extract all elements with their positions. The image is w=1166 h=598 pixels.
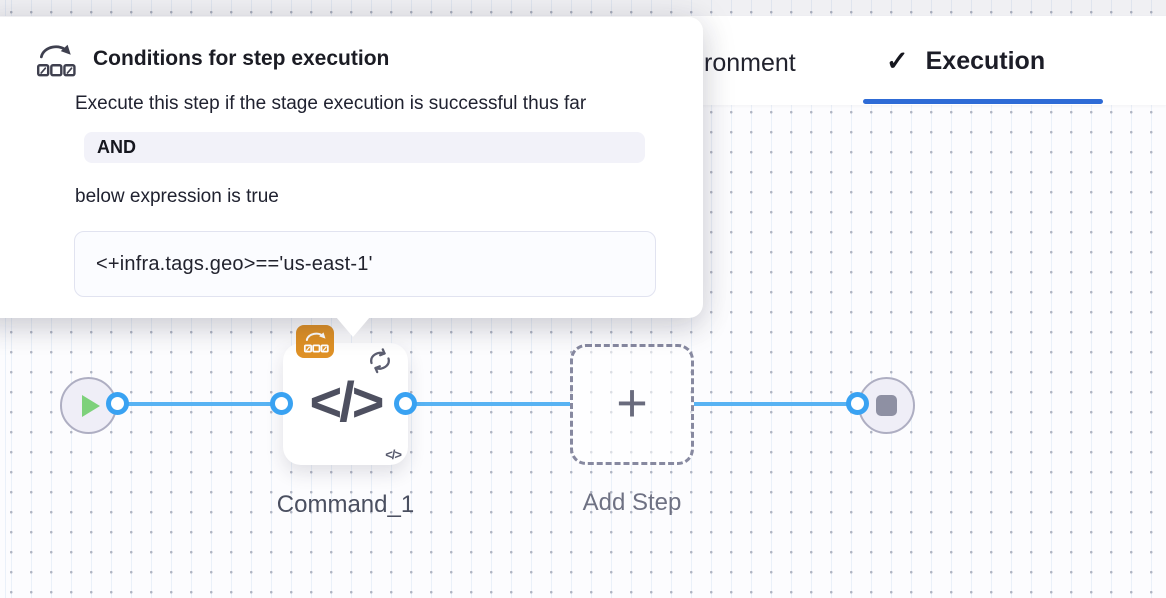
step-node-command1[interactable]: </> </> [283,325,408,465]
connector-port[interactable] [106,392,129,415]
tab-execution[interactable]: ✓ Execution [886,47,1045,76]
connector-port[interactable] [270,392,293,415]
conditional-execution-icon [303,331,329,353]
code-icon: </> [309,369,385,433]
check-icon: ✓ [886,46,909,76]
conditions-popover: Conditions for step execution Execute th… [0,17,703,337]
operator-chip: AND [84,132,645,163]
play-icon [82,394,100,417]
active-tab-underline [863,99,1103,104]
expression-text: <+infra.tags.geo>=='us-east-1' [96,252,373,275]
popover-description: Execute this step if the stage execution… [75,93,587,114]
code-mini-icon: </> [385,447,402,462]
connector-line [694,402,858,406]
tab-execution-label: Execution [925,47,1046,75]
popover-tail [336,317,370,337]
conditional-execution-icon [36,44,76,77]
connector-port[interactable] [846,392,869,415]
page-top-strip [0,0,1166,16]
plus-icon: + [616,372,648,433]
connector-line [118,402,282,406]
add-step-label: Add Step [582,489,682,516]
loop-icon[interactable] [365,348,395,374]
step-label: Command_1 [276,491,415,518]
connector-line [406,402,570,406]
connector-port[interactable] [394,392,417,415]
expression-box: <+infra.tags.geo>=='us-east-1' [74,231,656,297]
expression-intro: below expression is true [75,186,279,207]
tab-environment-partial[interactable]: ronment [704,49,796,77]
add-step-button[interactable]: + [570,344,694,465]
stop-icon [876,395,897,416]
popover-title: Conditions for step execution [93,47,390,70]
conditional-execution-badge[interactable] [296,325,334,358]
